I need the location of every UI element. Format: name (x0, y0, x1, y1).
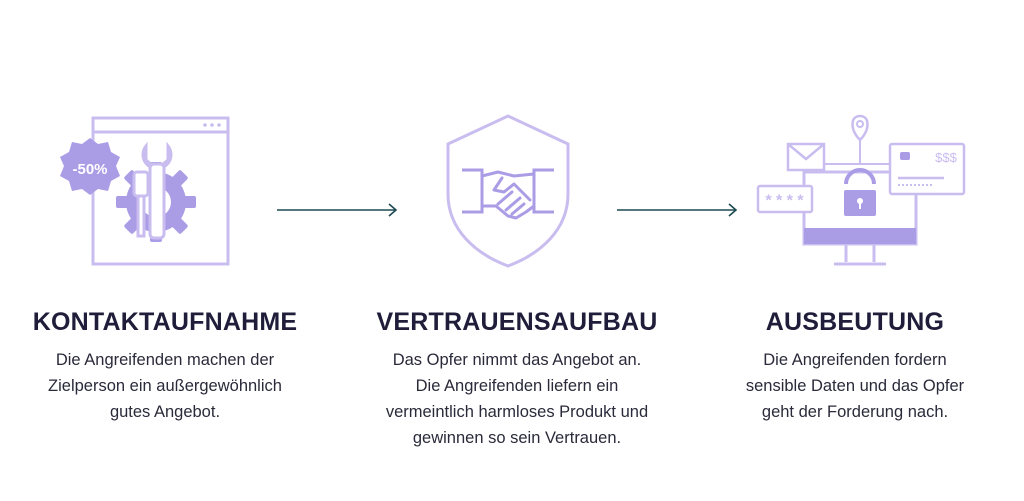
step-title: VERTRAUENSAUFBAU (376, 308, 658, 336)
step-contact: KONTAKTAUFNAHME Die Angreifenden machen … (10, 308, 320, 425)
currency-text: $$$ (935, 150, 957, 165)
offer-tools-icon: -50% (60, 116, 230, 266)
description-line: gutes Angebot. (109, 403, 221, 421)
description-line: Die Angreifenden liefern ein (415, 377, 619, 395)
description-line: geht der Forderung nach. (761, 403, 949, 421)
arrow-right-icon (277, 203, 398, 217)
password-mask: **** (764, 193, 806, 211)
discount-badge: -50% (72, 161, 107, 178)
step-description: Die Angreifenden fordern sensible Daten … (690, 347, 1020, 425)
description-line: Das Opfer nimmt das Angebot an. (392, 351, 642, 369)
description-line: Die Angreifenden fordern (763, 351, 947, 369)
step-title: KONTAKTAUFNAHME (32, 308, 298, 336)
data-theft-icon: **** $$$ (756, 114, 966, 266)
shield-handshake-icon (446, 114, 570, 268)
step-description: Das Opfer nimmt das Angebot an. Die Angr… (352, 347, 682, 451)
step-trust: VERTRAUENSAUFBAU Das Opfer nimmt das Ang… (352, 308, 682, 451)
step-title: AUSBEUTUNG (765, 308, 945, 336)
description-line: Zielperson ein außergewöhnlich (48, 377, 282, 395)
description-line: gewinnen so sein Vertrauen. (412, 429, 622, 447)
description-line: vermeintlich harmloses Produkt und (385, 403, 649, 421)
step-description: Die Angreifenden machen der Zielperson e… (10, 347, 320, 425)
description-line: Die Angreifenden machen der (55, 351, 275, 369)
arrow-right-icon (617, 203, 738, 217)
step-exploitation: AUSBEUTUNG Die Angreifenden fordern sens… (690, 308, 1020, 425)
description-line: sensible Daten und das Opfer (745, 377, 965, 395)
